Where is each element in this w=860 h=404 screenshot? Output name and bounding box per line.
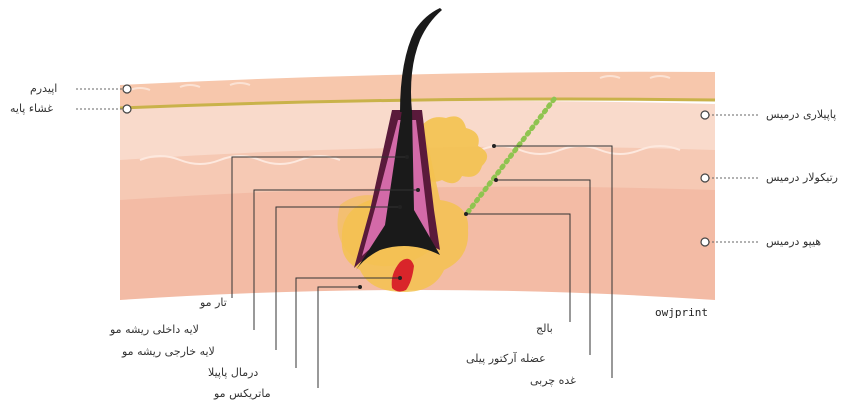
label-hair-shaft: تار مو (200, 296, 227, 310)
label-bulge: بالج (536, 322, 553, 336)
label-epidermis: اپیدرم (30, 82, 57, 96)
hypodermis-marker-icon (701, 238, 709, 246)
reticular-dermis-marker-icon (701, 174, 709, 182)
papillary-dermis-marker-icon (701, 111, 709, 119)
epidermis-marker-icon (123, 85, 131, 93)
basement-membrane-marker-icon (123, 105, 131, 113)
label-hypodermis: هیپو درمیس (766, 235, 821, 249)
label-sebaceous-gland: غده چربی (530, 374, 576, 388)
label-basement-membrane: غشاء پایه (10, 102, 53, 116)
label-papillary-dermis: پاپیلاری درمیس (766, 108, 836, 122)
label-inner-root-sheath: لایه داخلی ریشه مو (110, 323, 199, 337)
label-dermal-papilla: درمال پاپیلا (208, 366, 258, 380)
label-arrector-pili: عضله آرکتور پیلی (466, 352, 546, 366)
label-outer-root-sheath: لایه خارجی ریشه مو (122, 345, 215, 359)
credit-watermark: owjprint (655, 306, 708, 319)
label-hair-matrix: ماتریکس مو (214, 387, 271, 401)
label-reticular-dermis: رتیکولار درمیس (766, 171, 838, 185)
